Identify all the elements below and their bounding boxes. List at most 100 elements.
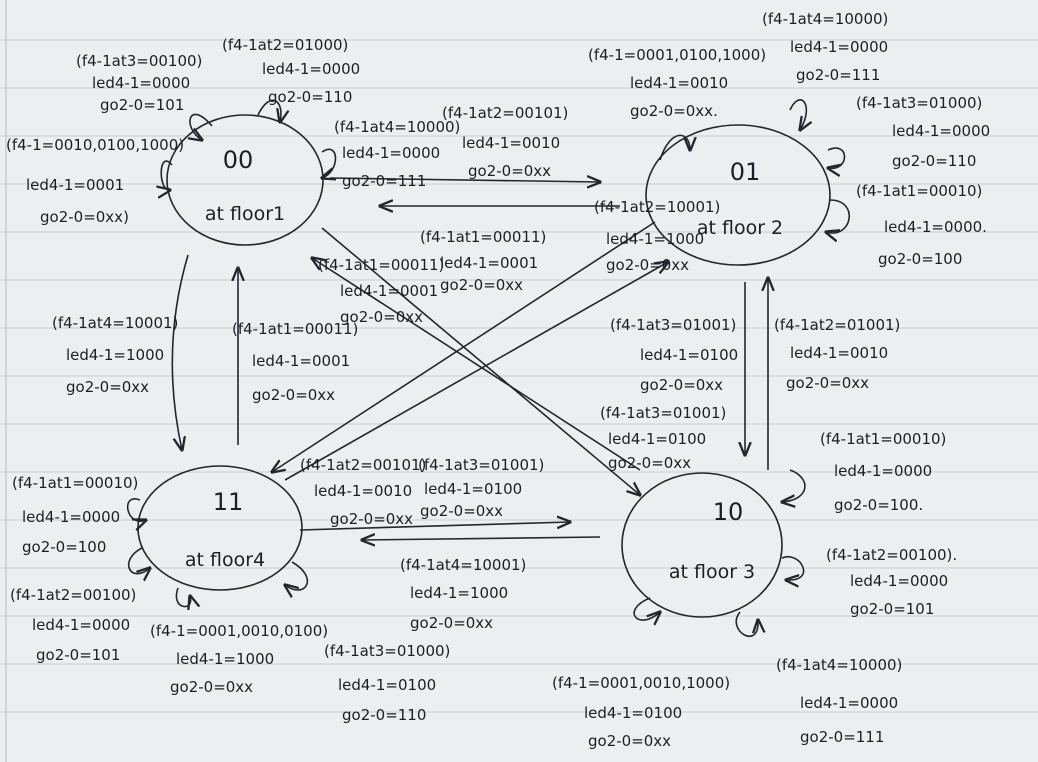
loop-10-top-right	[782, 469, 806, 502]
annotation-line: (f4-1at1=00010)	[820, 430, 946, 448]
svg-text:go2-0=110: go2-0=110	[268, 88, 352, 106]
state-00-label: at floor1	[205, 203, 285, 225]
annotation-line: (f4-1at3=01001)	[610, 316, 736, 334]
loop-01-top	[789, 99, 806, 130]
svg-text:(f4-1at4=10000): (f4-1at4=10000)	[762, 10, 888, 28]
svg-text:led4-1=0000: led4-1=0000	[892, 122, 990, 140]
annotation-line: (f4-1at2=00100).	[826, 546, 957, 564]
svg-text:(f4-1=0001,0010,0100): (f4-1=0001,0010,0100)	[150, 622, 328, 640]
annotation-line: led4-1=0000	[800, 694, 898, 712]
svg-text:go2-0=0xx: go2-0=0xx	[66, 378, 149, 396]
annotation-line: (f4-1at1=00011)	[420, 228, 546, 246]
annotation-line: go2-0=0xx	[252, 386, 335, 404]
annotation-line: go2-0=100	[22, 538, 106, 556]
annotation-line: led4-1=0000	[892, 122, 990, 140]
svg-text:go2-0=101: go2-0=101	[36, 646, 120, 664]
annotation-line: led4-1=0100	[584, 704, 682, 722]
annotation-line: (f4-1at4=10000)	[762, 10, 888, 28]
annotation-line: go2-0=0xx	[170, 678, 253, 696]
annotation-line: go2-0=0xx	[608, 454, 691, 472]
annotation-line: (f4-1at2=00101)	[300, 456, 426, 474]
annotation-11-to-01: (f4-1at2=10001) led4-1=1000 go2-0=0xx	[594, 198, 720, 274]
annotation-01-to-10: (f4-1at3=01001) led4-1=0100 go2-0=0xx	[610, 316, 738, 394]
arrow-00-to-01	[329, 178, 600, 182]
annotation-line: go2-0=101	[36, 646, 120, 664]
annotation-line: led4-1=0000	[22, 508, 120, 526]
state-10-circle	[621, 472, 783, 618]
annotation-line: go2-0=0xx	[468, 162, 551, 180]
annotation-line: led4-1=1000	[410, 584, 508, 602]
annotation-00-to-01: (f4-1at2=00101) led4-1=0010 go2-0=0xx	[442, 104, 568, 180]
loop-01-left-top	[659, 134, 690, 161]
annotation-10-self-bottom-right: (f4-1at4=10000) led4-1=0000 go2-0=111	[776, 656, 902, 746]
state-01-code: 01	[730, 158, 761, 186]
svg-text:led4-1=0001: led4-1=0001	[340, 282, 438, 300]
annotation-line: (f4-1at3=01001)	[600, 404, 726, 422]
annotation-line: go2-0=0xx.	[630, 102, 718, 120]
svg-text:led4-1=0001: led4-1=0001	[440, 254, 538, 272]
annotation-line: (f4-1at4=10001)	[52, 314, 178, 332]
svg-text:(f4-1at1=00011): (f4-1at1=00011)	[232, 320, 358, 338]
svg-text:go2-0=111: go2-0=111	[796, 66, 880, 84]
annotation-line: led4-1=0000	[342, 144, 440, 162]
svg-text:(f4-1at1=00010): (f4-1at1=00010)	[856, 182, 982, 200]
annotation-line: led4-1=0100	[608, 430, 706, 448]
loop-10-bottom-left	[633, 597, 660, 620]
svg-text:led4-1=0010: led4-1=0010	[630, 74, 728, 92]
annotation-line: go2-0=0xx	[786, 374, 869, 392]
state-01: 01 at floor 2	[645, 124, 831, 266]
annotation-line: led4-1=0000	[850, 572, 948, 590]
annotation-line: go2-0=0xx)	[40, 208, 129, 226]
annotation-line: go2-0=111	[342, 172, 426, 190]
annotation-line: go2-0=100	[878, 250, 962, 268]
svg-text:(f4-1at1=00010): (f4-1at1=00010)	[820, 430, 946, 448]
svg-text:led4-1=0100: led4-1=0100	[338, 676, 436, 694]
svg-text:led4-1=0100: led4-1=0100	[640, 346, 738, 364]
annotation-line: led4-1=0010	[462, 134, 560, 152]
svg-text:go2-0=0xx: go2-0=0xx	[170, 678, 253, 696]
svg-text:go2-0=0xx: go2-0=0xx	[608, 454, 691, 472]
arrow-10-to-11	[362, 537, 601, 540]
svg-text:led4-1=0000: led4-1=0000	[342, 144, 440, 162]
svg-text:go2-0=0xx: go2-0=0xx	[640, 376, 723, 394]
annotation-line: (f4-1at3=00100)	[76, 52, 202, 70]
svg-text:go2-0=111: go2-0=111	[800, 728, 884, 746]
svg-text:go2-0=111: go2-0=111	[342, 172, 426, 190]
annotation-line: led4-1=0001	[252, 352, 350, 370]
annotation-line: led4-1=0100	[640, 346, 738, 364]
self-loops	[126, 99, 850, 637]
loop-00-top-left	[190, 113, 213, 140]
annotation-11-self-bottom: (f4-1=0001,0010,0100) led4-1=1000 go2-0=…	[150, 622, 328, 696]
annotation-line: go2-0=101	[100, 96, 184, 114]
annotation-line: (f4-1=0001,0010,0100)	[150, 622, 328, 640]
state-10-code: 10	[713, 498, 744, 526]
svg-text:led4-1=0000: led4-1=0000	[22, 508, 120, 526]
annotation-01-self-right: (f4-1at1=00010) led4-1=0000. go2-0=100	[856, 182, 987, 268]
annotation-line: (f4-1at3=01000)	[856, 94, 982, 112]
svg-text:go2-0=0xx: go2-0=0xx	[420, 502, 503, 520]
svg-text:(f4-1at2=01000): (f4-1at2=01000)	[222, 36, 348, 54]
state-10: 10 at floor 3	[621, 472, 783, 618]
loop-10-bottom-right	[735, 611, 758, 637]
annotation-line: go2-0=101	[850, 600, 934, 618]
annotation-line: led4-1=0000	[790, 38, 888, 56]
svg-text:led4-1=0100: led4-1=0100	[424, 480, 522, 498]
svg-text:led4-1=0010: led4-1=0010	[314, 482, 412, 500]
svg-text:go2-0=100.: go2-0=100.	[834, 496, 923, 514]
arrow-11-to-10	[299, 522, 570, 531]
svg-text:(f4-1at4=10001): (f4-1at4=10001)	[400, 556, 526, 574]
annotation-10-self-right: (f4-1at2=00100). led4-1=0000 go2-0=101	[826, 546, 957, 618]
annotation-line: go2-0=0xx	[420, 502, 503, 520]
annotation-line: led4-1=0000.	[884, 218, 987, 236]
annotation-line: (f4-1at1=00010)	[12, 474, 138, 492]
annotation-line: (f4-1=0001,0010,1000)	[552, 674, 730, 692]
annotation-line: go2-0=0xx	[66, 378, 149, 396]
svg-text:go2-0=0xx: go2-0=0xx	[468, 162, 551, 180]
state-01-circle	[645, 124, 831, 266]
state-11-label: at floor4	[185, 549, 265, 571]
annotation-line: (f4-1at4=10001)	[400, 556, 526, 574]
loop-01-right-top	[828, 147, 846, 168]
annotation-line: go2-0=111	[800, 728, 884, 746]
svg-text:go2-0=0xx: go2-0=0xx	[440, 276, 523, 294]
svg-text:(f4-1at3=01001): (f4-1at3=01001)	[610, 316, 736, 334]
